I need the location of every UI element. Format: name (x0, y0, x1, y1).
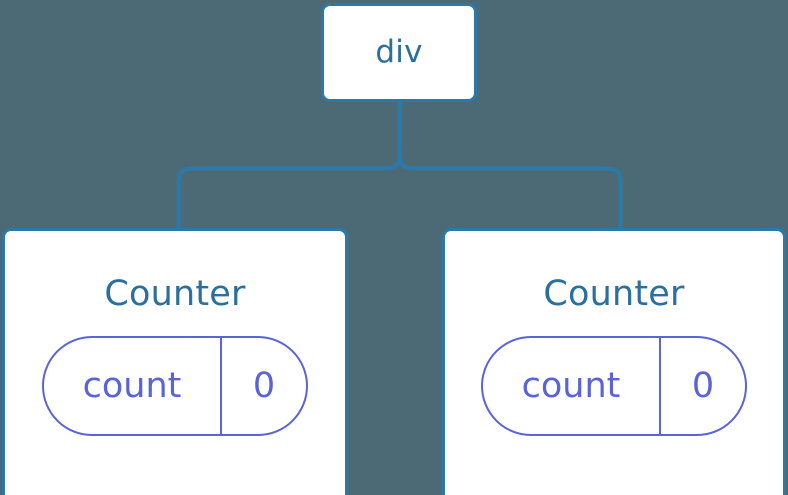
state-key-left: count (44, 338, 222, 434)
node-div[interactable]: div (321, 3, 477, 102)
node-counter-left[interactable]: Counter count 0 (2, 228, 348, 495)
node-div-label: div (375, 34, 423, 70)
state-value-left: 0 (252, 365, 276, 406)
state-key-right: count (483, 338, 661, 434)
node-counter-right-label: Counter (543, 274, 685, 314)
connector-branch-left (176, 149, 402, 230)
state-pill-right[interactable]: count 0 (481, 336, 747, 436)
node-counter-left-label: Counter (104, 274, 246, 314)
state-pill-left[interactable]: count 0 (42, 336, 308, 436)
state-value-right: 0 (691, 365, 715, 406)
connector-branch-right (397, 149, 623, 230)
node-counter-right[interactable]: Counter count 0 (442, 228, 786, 495)
